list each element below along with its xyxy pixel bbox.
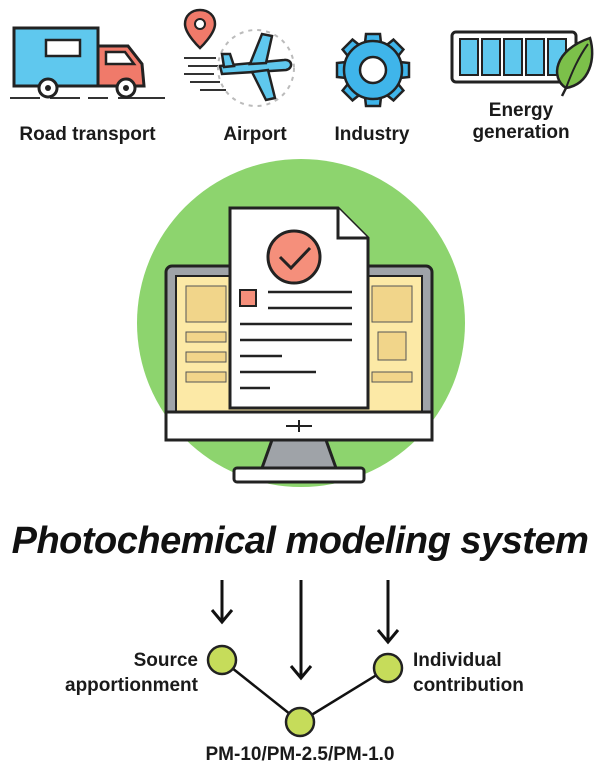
output-left-line2: apportionment (65, 675, 198, 696)
check-circle-icon (266, 229, 322, 285)
output-label-source-apportionment: Source apportionment (52, 648, 198, 698)
system-title: Photochemical modeling system (11, 520, 589, 562)
source-label-airport: Airport (223, 124, 287, 145)
output-right-line1: Individual (413, 650, 502, 671)
output-label-pm: PM-10/PM-2.5/PM-1.0 (205, 744, 395, 765)
node-pm (284, 706, 316, 738)
arrow-down-right (376, 580, 400, 645)
source-label-industry: Industry (334, 124, 410, 145)
output-flow-diagram (206, 580, 404, 738)
arrow-down-left (210, 580, 234, 625)
source-label-energy-line2: generation (472, 122, 570, 143)
output-right-line2: contribution (413, 675, 524, 696)
node-source-apportionment (206, 644, 238, 676)
truck-icon (10, 26, 165, 99)
airplane-icon (183, 8, 295, 107)
modeling-system-illustration (137, 159, 465, 487)
battery-leaf-icon (450, 30, 594, 97)
gear-icon (335, 32, 411, 108)
output-label-individual-contribution: Individual contribution (413, 648, 563, 698)
output-left-line1: Source (133, 650, 198, 671)
source-label-road-transport: Road transport (19, 124, 156, 145)
node-individual-contribution (372, 652, 404, 684)
source-label-energy-line1: Energy (488, 100, 554, 121)
source-label-energy-generation: Energy generation (466, 100, 576, 144)
arrow-down-center (289, 580, 313, 681)
